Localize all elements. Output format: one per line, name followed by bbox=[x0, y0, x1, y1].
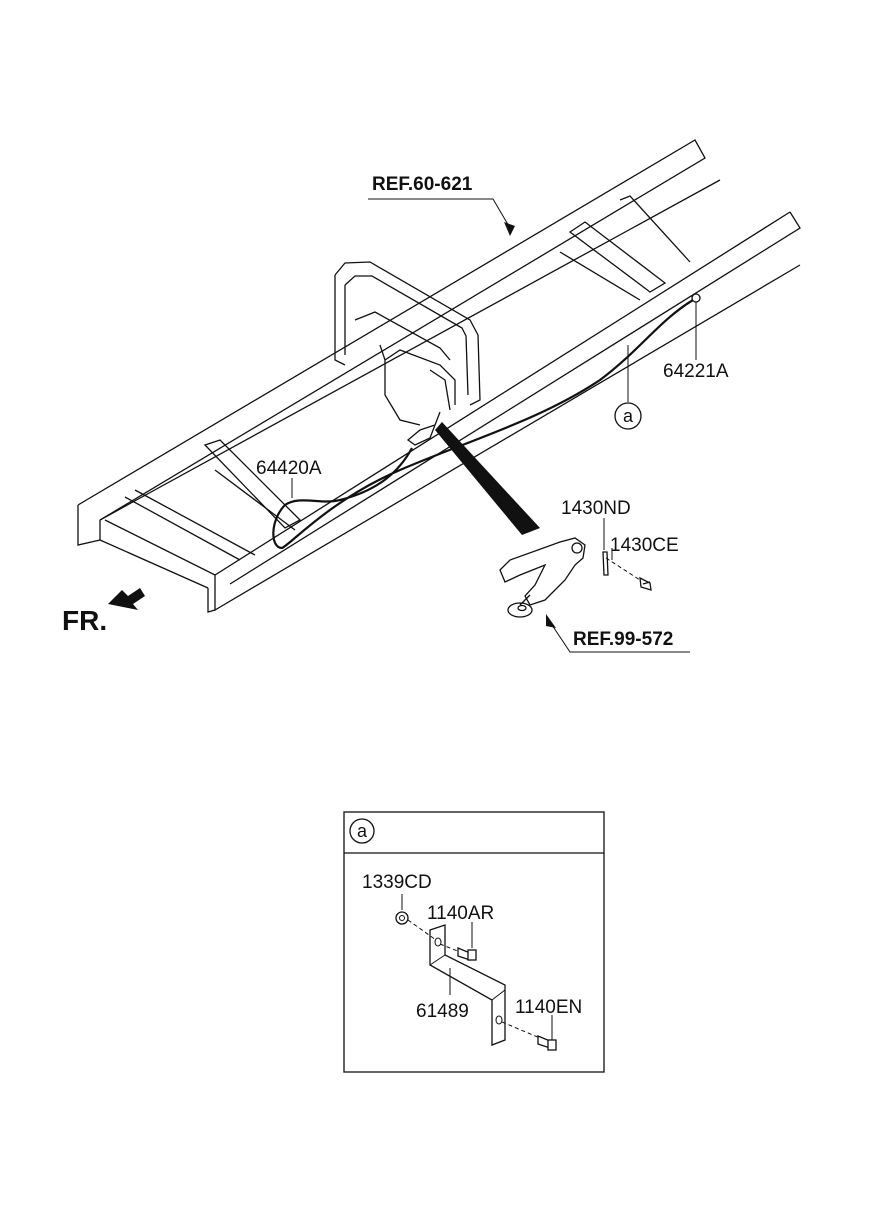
hitch-release-part bbox=[499, 537, 586, 618]
detail-marker-a-text: a bbox=[623, 406, 634, 426]
bracket-61489 bbox=[429, 924, 506, 1046]
detail-box-a: a 1339CD bbox=[343, 811, 605, 1073]
ref-hitch-label: REF.99-572 bbox=[573, 629, 673, 650]
nut-1339cd bbox=[395, 911, 437, 941]
label-1140ar: 1140AR bbox=[427, 903, 494, 924]
front-label: FR. bbox=[62, 605, 107, 636]
label-1430nd: 1430ND bbox=[561, 498, 631, 519]
label-64420a: 64420A bbox=[256, 458, 322, 479]
label-1339cd: 1339CD bbox=[362, 872, 432, 893]
label-1140en: 1140EN bbox=[515, 997, 582, 1018]
cable-64420A bbox=[272, 293, 701, 550]
label-61489: 61489 bbox=[416, 1001, 469, 1022]
detail-box-marker: a bbox=[357, 821, 368, 841]
leader-lines bbox=[291, 198, 697, 653]
label-1430ce: 1430CE bbox=[610, 535, 679, 556]
detail-leader-arrow bbox=[435, 422, 540, 535]
bolt-1140ar bbox=[439, 943, 477, 961]
ref-frame-label: REF.60-621 bbox=[372, 174, 473, 195]
front-direction-arrow bbox=[108, 588, 145, 610]
chassis-frame bbox=[77, 139, 801, 613]
detail-marker-a: a bbox=[614, 402, 642, 430]
label-64221a: 64221A bbox=[663, 361, 729, 382]
pin-1430nd bbox=[602, 551, 641, 581]
bolt-1140en bbox=[501, 1021, 557, 1051]
bolt-1430ce bbox=[639, 576, 652, 591]
